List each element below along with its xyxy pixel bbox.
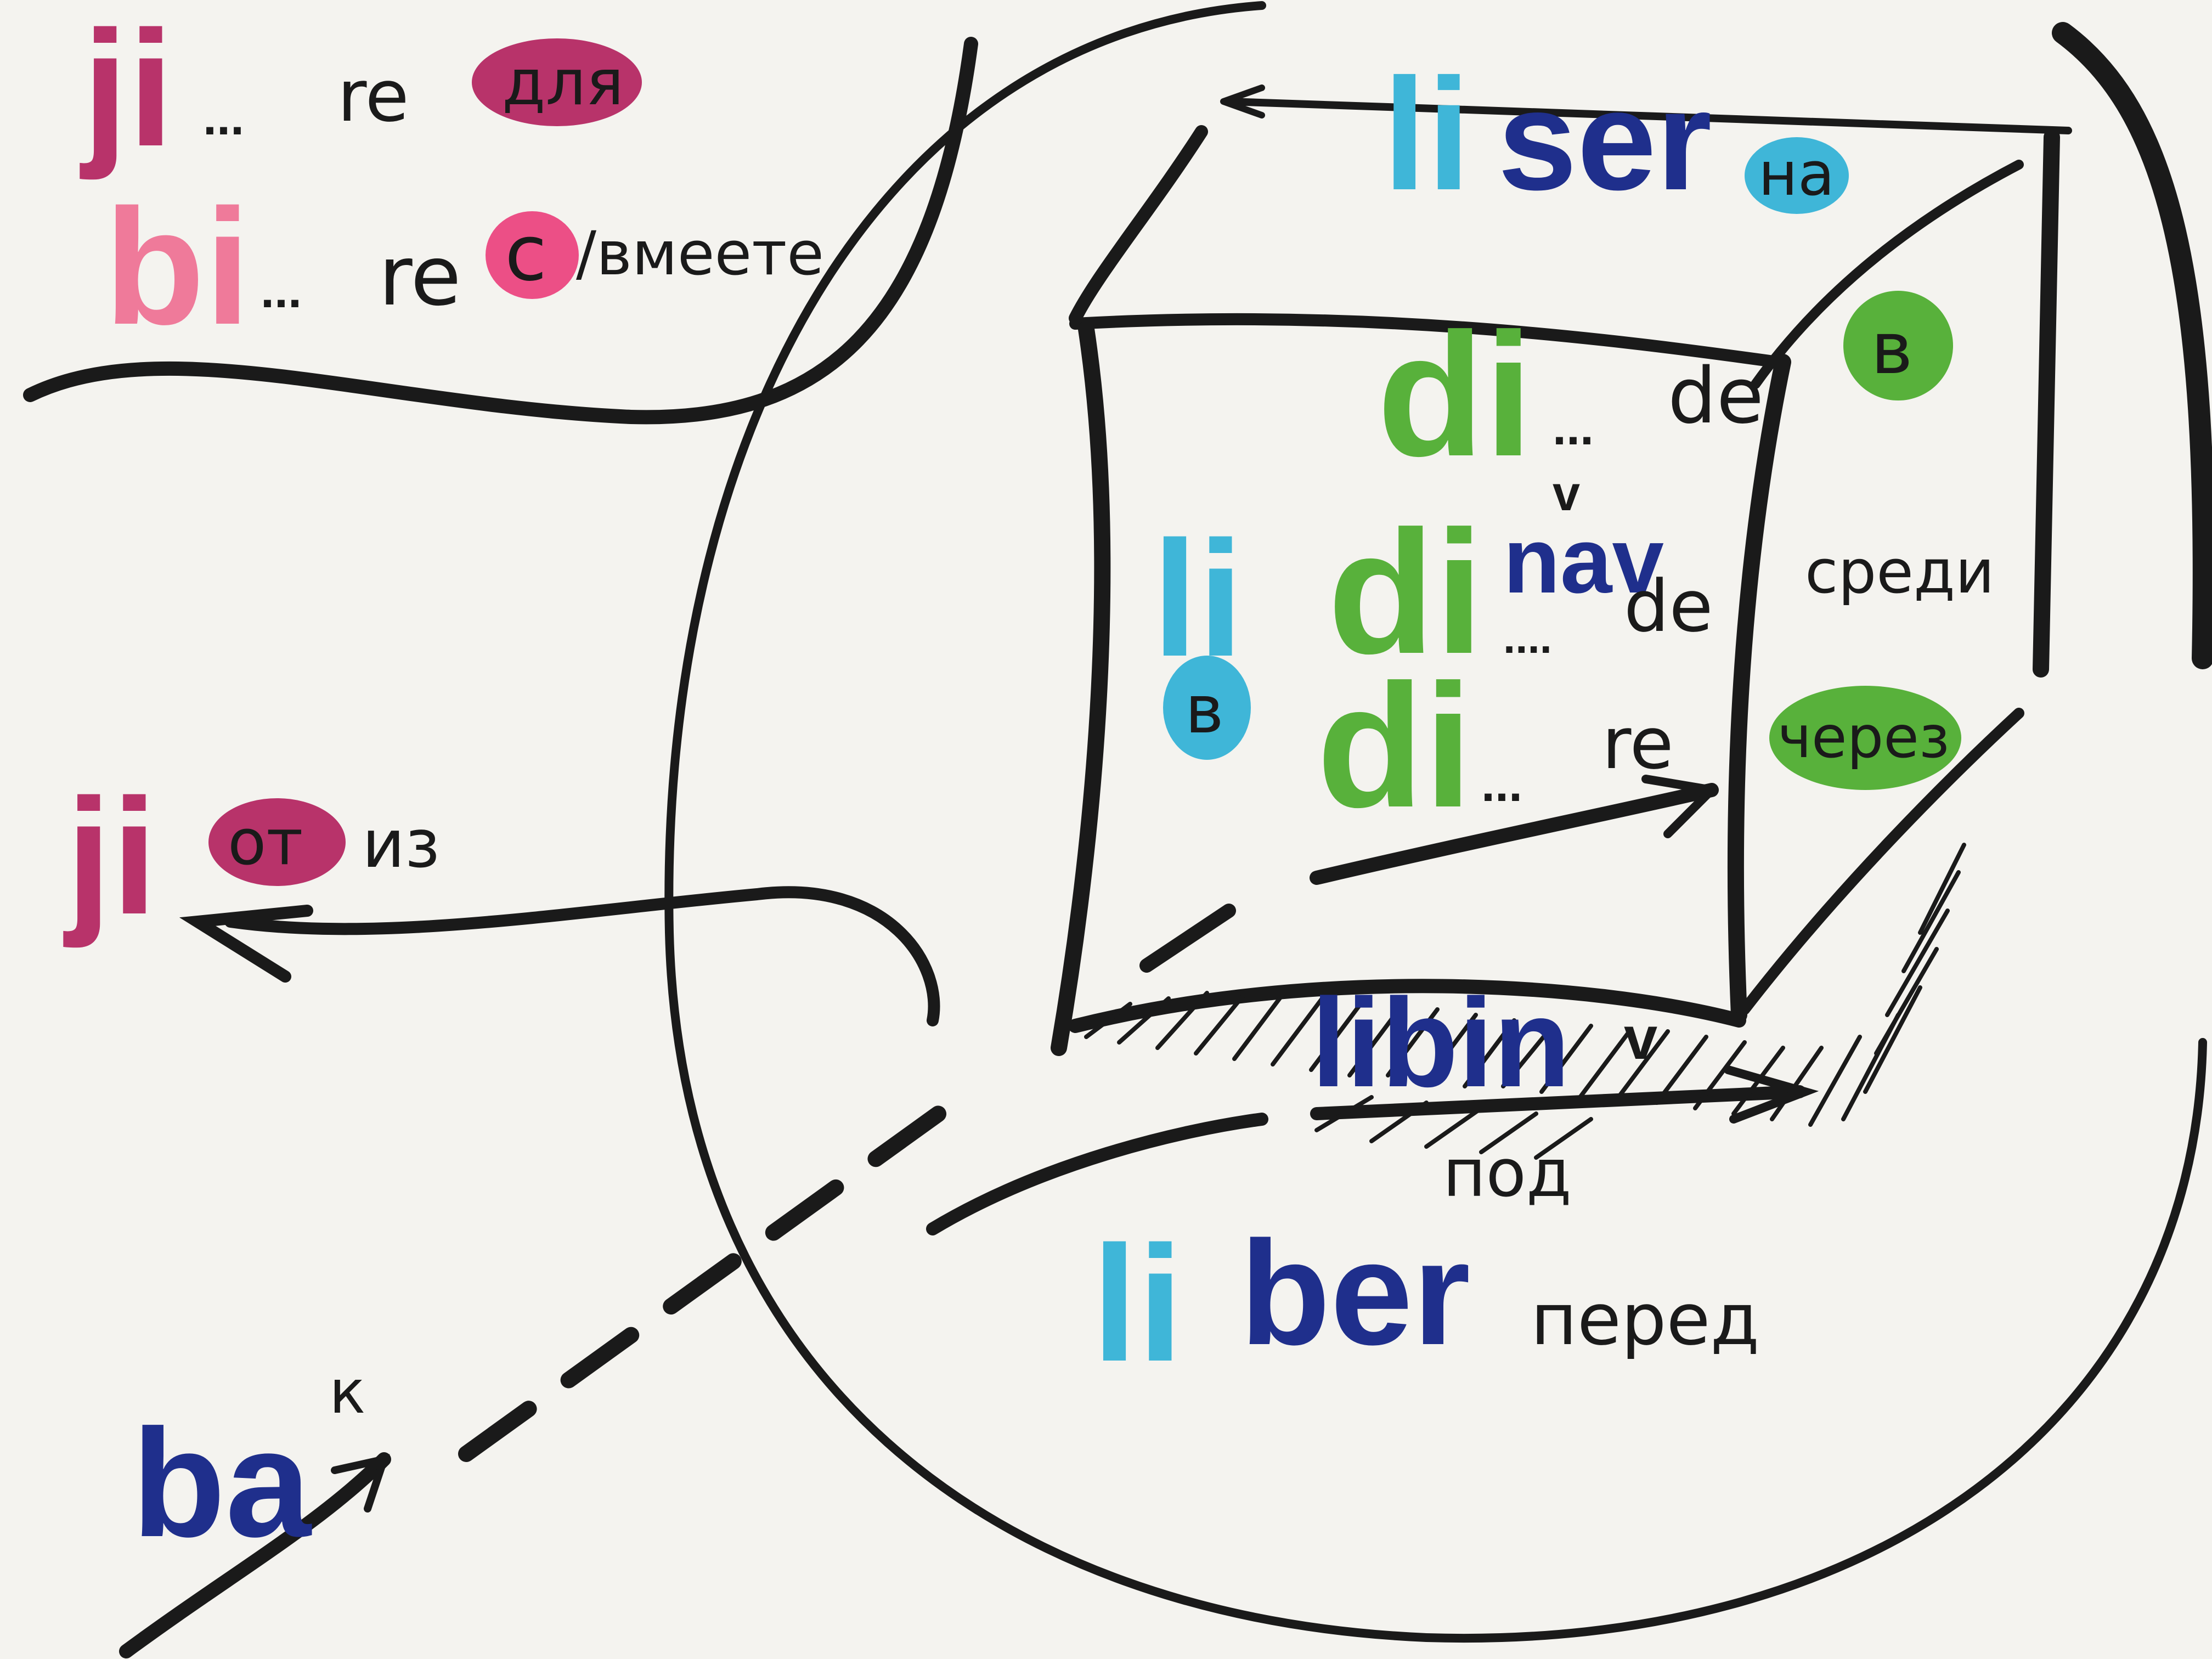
box-front-right bbox=[1727, 354, 1791, 1023]
re-label-1: re bbox=[337, 54, 409, 138]
cherez-highlight bbox=[1769, 686, 1961, 790]
arrow-to-ji bbox=[224, 886, 940, 1026]
top-left-group: ji ... re для bi ... re c /вмеете bbox=[80, 0, 824, 359]
di-label-2: di bbox=[1328, 494, 1483, 690]
check-mark-1: v bbox=[1553, 466, 1580, 521]
ba-arrow bbox=[119, 1452, 391, 1658]
dlya-label: для bbox=[502, 46, 624, 120]
check-mark-2: v bbox=[1624, 1005, 1657, 1072]
ji-label-2: ji bbox=[63, 764, 157, 950]
box-row2: v di nav de .... среди bbox=[1328, 466, 1995, 690]
k-label: к bbox=[329, 1357, 365, 1427]
box-front-bottom bbox=[1068, 979, 1746, 1033]
v-highlight-left bbox=[1163, 656, 1251, 760]
box-diag-br bbox=[1739, 708, 2024, 1015]
na-highlight bbox=[1745, 137, 1849, 214]
box-frame bbox=[1051, 84, 2072, 1056]
box-left-group: li в bbox=[1152, 506, 1251, 760]
hatch-lines bbox=[1084, 843, 1966, 1160]
box-top-group: li ser на bbox=[1383, 46, 1849, 223]
di-dots-1: ... bbox=[1553, 400, 1594, 455]
box-back-left bbox=[1069, 125, 1208, 325]
box-row3: di ... re через bbox=[1317, 647, 1961, 844]
box-front-left bbox=[1051, 321, 1111, 1056]
box-back-top bbox=[1225, 98, 2072, 134]
box-front-top bbox=[1069, 313, 1784, 368]
di-dots-3: ... bbox=[1481, 757, 1522, 812]
ot-highlight bbox=[208, 798, 346, 886]
li-top: li bbox=[1383, 46, 1471, 223]
pod-label: под bbox=[1443, 1136, 1572, 1212]
vmeete-label: /вмеете bbox=[576, 218, 824, 289]
box-row1: di ... de в bbox=[1377, 291, 1953, 493]
re-label-3: re bbox=[1602, 702, 1674, 785]
bottom-left-group: ba к bbox=[132, 1357, 365, 1569]
box-inner-dash bbox=[1139, 783, 1719, 973]
middle-left-group: ji от из bbox=[63, 764, 439, 950]
nav-dots: .... bbox=[1503, 613, 1552, 662]
li-bottom: li bbox=[1092, 1211, 1183, 1396]
ba-label: ba bbox=[132, 1398, 312, 1569]
bi-dots: ... bbox=[261, 263, 302, 318]
ot-label: от bbox=[228, 806, 303, 879]
libin-label: libin bbox=[1311, 972, 1571, 1113]
dlya-highlight bbox=[472, 38, 642, 126]
libin-arrow-head bbox=[1724, 1065, 1819, 1124]
lower-curve bbox=[926, 1113, 1268, 1235]
ji-label-1: ji bbox=[80, 0, 173, 182]
libin-arrow bbox=[1310, 1085, 1806, 1120]
na-label: на bbox=[1758, 139, 1835, 209]
ber-label: ber bbox=[1240, 1211, 1470, 1376]
de-label-1: de bbox=[1668, 352, 1764, 441]
pered-label: перед bbox=[1531, 1278, 1759, 1361]
circle-arc-right bbox=[2052, 22, 2212, 669]
ji-dots-1: ... bbox=[203, 91, 244, 145]
li-left: li bbox=[1152, 506, 1244, 691]
arrow-to-ji-head bbox=[179, 905, 313, 983]
de-label-2: de bbox=[1624, 565, 1713, 648]
hatching bbox=[1084, 843, 1966, 1160]
nav-label: nav bbox=[1503, 509, 1664, 613]
divider-curve bbox=[23, 37, 978, 425]
re-label-2: re bbox=[379, 229, 461, 324]
v-label-right: в bbox=[1871, 307, 1913, 390]
cherez-label: через bbox=[1778, 704, 1950, 771]
di-label-3: di bbox=[1317, 647, 1472, 844]
dashed-line bbox=[458, 1078, 985, 1462]
v-label-left: в bbox=[1185, 672, 1224, 748]
sredi-label: среди bbox=[1805, 537, 1995, 607]
c-label: c bbox=[505, 209, 547, 298]
box-diag-tr bbox=[1751, 160, 2024, 389]
box-bottom-group: libin v под bbox=[1311, 972, 1657, 1212]
di-label-1: di bbox=[1377, 296, 1533, 493]
structure-lines bbox=[23, 1, 2212, 1658]
big-circle bbox=[664, 1, 2207, 1643]
ser-label: ser bbox=[1498, 61, 1712, 220]
ba-arrow-head bbox=[331, 1454, 390, 1513]
c-highlight bbox=[486, 211, 579, 299]
outside-group: li ber перед bbox=[1092, 1211, 1759, 1396]
bi-label: bi bbox=[104, 174, 251, 359]
box-inner-arrow-head bbox=[1641, 775, 1716, 838]
v-highlight-right bbox=[1843, 291, 1953, 400]
iz-label: из bbox=[362, 806, 440, 883]
box-top-arrow-head bbox=[1220, 84, 1265, 119]
box-back-right bbox=[2033, 129, 2060, 678]
